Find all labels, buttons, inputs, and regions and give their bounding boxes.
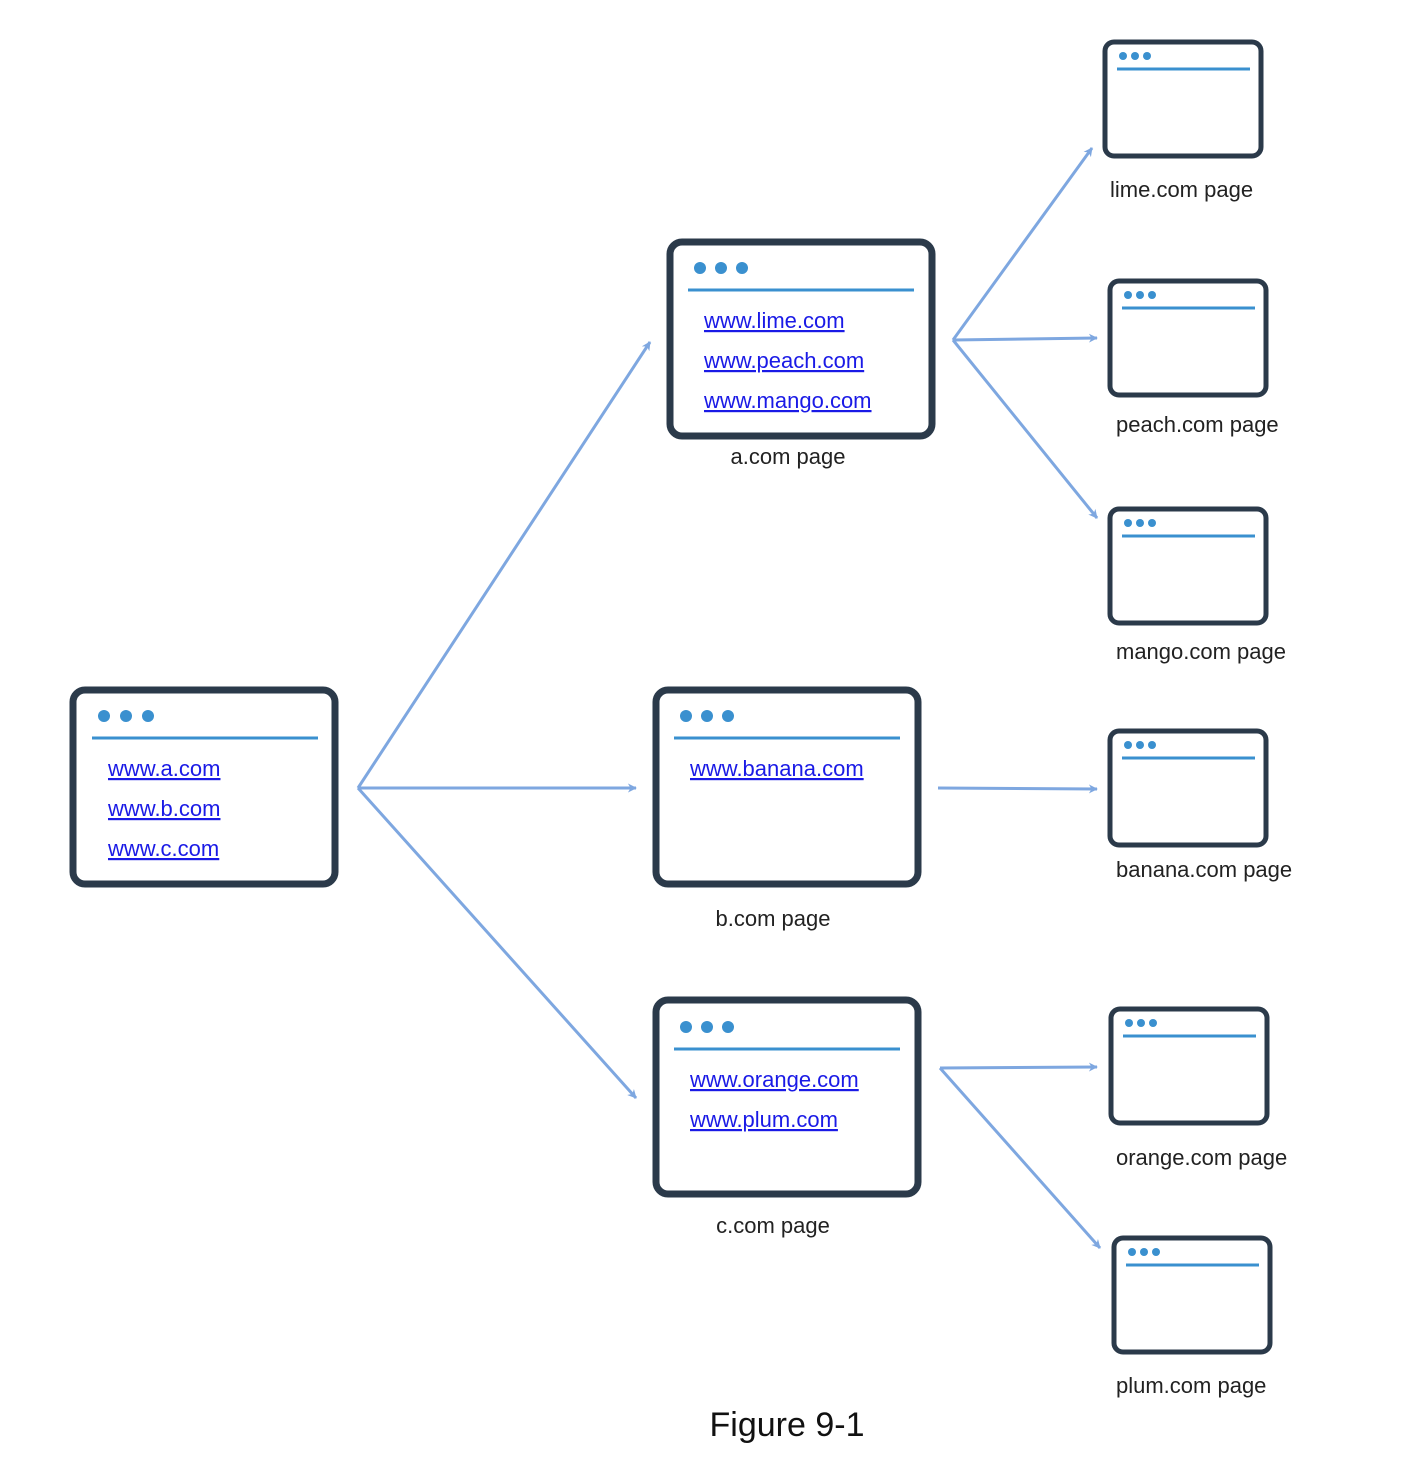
edge-a-to-mango — [951, 339, 1099, 519]
window-dot-icon — [680, 710, 692, 722]
window-frame — [1111, 1235, 1273, 1355]
link-c[interactable]: www.c.com — [107, 836, 219, 861]
edge-c-to-plum — [938, 1067, 1102, 1249]
window-dot-icon — [1124, 741, 1132, 749]
window-dot-icon — [1137, 1019, 1145, 1027]
window-dot-icon — [1148, 519, 1156, 527]
edges — [356, 147, 1102, 1249]
edge-a-to-lime — [951, 147, 1094, 341]
edge-a-to-peach — [952, 333, 1098, 343]
window-dot-icon — [142, 710, 154, 722]
window-dot-icon — [1128, 1248, 1136, 1256]
window-frame — [1107, 506, 1269, 626]
mango-com-page-caption: mango.com page — [1116, 639, 1286, 664]
window-dot-icon — [1148, 291, 1156, 299]
window-dot-icon — [694, 262, 706, 274]
window-dot-icon — [1124, 291, 1132, 299]
plum-com-page-caption: plum.com page — [1116, 1373, 1266, 1398]
b-com-page-caption: b.com page — [716, 906, 831, 931]
banana-com-page-caption: banana.com page — [1116, 857, 1292, 882]
window-frame — [1108, 1006, 1270, 1126]
window-dot-icon — [1119, 52, 1127, 60]
window-dot-icon — [1136, 519, 1144, 527]
mango-com-page-window — [1107, 506, 1269, 626]
window-dot-icon — [1131, 52, 1139, 60]
window-dot-icon — [701, 1021, 713, 1033]
peach-com-page-window — [1107, 278, 1269, 398]
link-banana[interactable]: www.banana.com — [689, 756, 864, 781]
c-com-page-caption: c.com page — [716, 1213, 830, 1238]
link-a[interactable]: www.a.com — [107, 756, 220, 781]
seed-page-window: www.a.com www.b.com www.c.com — [69, 686, 339, 888]
orange-com-page-caption: orange.com page — [1116, 1145, 1287, 1170]
figure-caption: Figure 9-1 — [710, 1406, 865, 1444]
window-frame — [652, 686, 922, 888]
edge-seed-to-c — [356, 786, 638, 1100]
window-frame — [1107, 728, 1269, 848]
window-dot-icon — [1148, 741, 1156, 749]
a-com-page-caption: a.com page — [731, 444, 846, 469]
b-com-page-window: www.banana.com — [652, 686, 922, 888]
window-frame — [652, 996, 922, 1198]
link-b[interactable]: www.b.com — [107, 796, 220, 821]
window-dot-icon — [680, 1021, 692, 1033]
window-dot-icon — [1149, 1019, 1157, 1027]
lime-com-page-caption: lime.com page — [1110, 177, 1253, 202]
window-frame — [1102, 39, 1264, 159]
window-dot-icon — [722, 710, 734, 722]
a-com-page-window: www.lime.com www.peach.com www.mango.com — [666, 238, 936, 440]
window-dot-icon — [120, 710, 132, 722]
peach-com-page-caption: peach.com page — [1116, 412, 1279, 437]
edge-b-to-banana — [937, 784, 1098, 794]
window-dot-icon — [1124, 519, 1132, 527]
window-frame — [1107, 278, 1269, 398]
window-dot-icon — [98, 710, 110, 722]
window-dot-icon — [715, 262, 727, 274]
window-dot-icon — [701, 710, 713, 722]
window-dot-icon — [1152, 1248, 1160, 1256]
c-com-page-window: www.orange.com www.plum.com — [652, 996, 922, 1198]
window-dot-icon — [1136, 291, 1144, 299]
window-dot-icon — [1125, 1019, 1133, 1027]
window-dot-icon — [1136, 741, 1144, 749]
link-lime[interactable]: www.lime.com — [703, 308, 845, 333]
link-orange[interactable]: www.orange.com — [689, 1067, 859, 1092]
link-peach[interactable]: www.peach.com — [703, 348, 864, 373]
window-dot-icon — [736, 262, 748, 274]
edge-c-to-orange — [939, 1062, 1098, 1072]
plum-com-page-window — [1111, 1235, 1273, 1355]
window-dot-icon — [1143, 52, 1151, 60]
lime-com-page-window — [1102, 39, 1264, 159]
window-dot-icon — [722, 1021, 734, 1033]
banana-com-page-window — [1107, 728, 1269, 848]
edge-seed-to-a — [356, 341, 652, 789]
window-dot-icon — [1140, 1248, 1148, 1256]
link-plum[interactable]: www.plum.com — [689, 1107, 838, 1132]
orange-com-page-window — [1108, 1006, 1270, 1126]
link-mango[interactable]: www.mango.com — [703, 388, 872, 413]
